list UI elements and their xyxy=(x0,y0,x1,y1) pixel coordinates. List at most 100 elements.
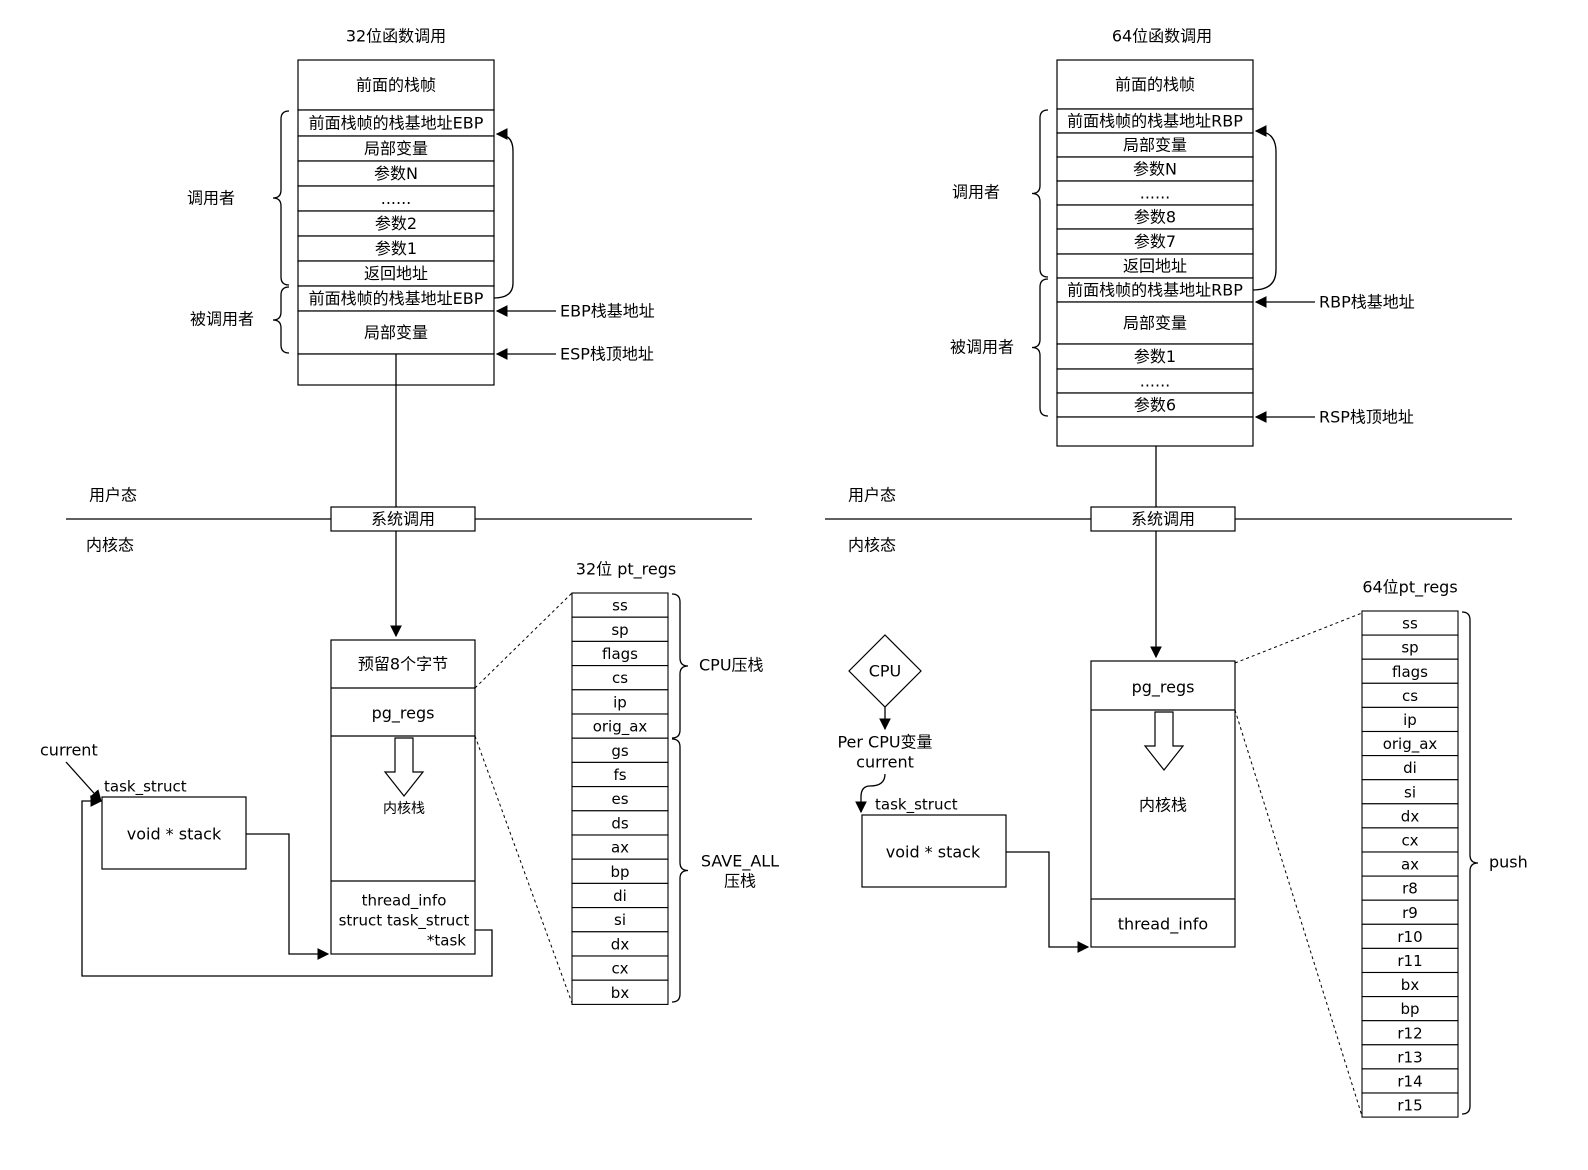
right-zoom-line-bottom xyxy=(1234,709,1363,1117)
right-pt-reg-label: r10 xyxy=(1397,928,1422,946)
right-pt-reg-cell xyxy=(1361,1020,1459,1046)
left-callee-brace xyxy=(272,286,290,354)
left-pt-reg-label: gs xyxy=(611,742,629,760)
right.frame_rows-row-label: ...... xyxy=(1140,372,1171,391)
left-void-stack-label: void * stack xyxy=(127,825,222,844)
left-task-back-arrow xyxy=(81,795,493,977)
right.frame_rows-row-label: 前面的栈帧 xyxy=(1115,75,1195,94)
right.frame_rows-row-label: 前面栈帧的栈基地址RBP xyxy=(1067,281,1243,300)
left-thread-info-line: thread_info xyxy=(362,892,447,911)
right-pt-reg-cell xyxy=(1361,658,1459,684)
right-pt-reg-cell xyxy=(1361,947,1459,974)
left-save-all-label: SAVE_ALL xyxy=(701,852,779,872)
left-pt-reg-label: bx xyxy=(611,984,630,1002)
left-title: 32位函数调用 xyxy=(346,27,446,46)
right-pt-reg-label: r11 xyxy=(1397,952,1422,970)
left-pt-reg-cell xyxy=(571,713,669,739)
right.frame_rows-row-label: 参数N xyxy=(1133,160,1177,179)
right-pt-reg-cell xyxy=(1361,706,1459,733)
left-pt-reg-cell xyxy=(571,955,669,981)
left-pt-reg-label: sp xyxy=(611,621,628,639)
right.frame_rows-row-label: 前面栈帧的栈基地址RBP xyxy=(1067,112,1243,131)
right-pt-reg-label: bp xyxy=(1400,1000,1419,1018)
right.frame_rows-row-label: 局部变量 xyxy=(1123,314,1187,333)
right-syscall-box xyxy=(1090,506,1236,532)
right-pt-reg-label: cx xyxy=(1401,831,1418,849)
right-per-cpu-label: Per CPU变量 xyxy=(837,733,932,752)
right-pt-reg-label: r9 xyxy=(1402,904,1418,922)
right-pt-reg-label: ss xyxy=(1402,615,1418,633)
right-pt-reg-label: di xyxy=(1403,759,1417,777)
left-pt-reg-label: ds xyxy=(611,814,629,832)
right-pt-reg-cell xyxy=(1361,851,1459,877)
right-task-struct-box xyxy=(861,814,1007,888)
right-rbp-label: RBP栈基地址 xyxy=(1319,293,1415,312)
left.frame_rows-row-label: 返回地址 xyxy=(364,264,428,283)
left-pt-reg-cell xyxy=(571,907,669,933)
left-caller-brace xyxy=(272,110,290,286)
left.frame_rows-row-label: 前面栈帧的栈基地址EBP xyxy=(309,114,484,133)
left.frame_rows-row-label: 局部变量 xyxy=(364,139,428,158)
right-pt-reg-label: orig_ax xyxy=(1383,735,1438,754)
right.frame_rows-row xyxy=(1056,228,1254,255)
left-pt-reg-cell xyxy=(571,786,669,812)
left-pt-reg-cell xyxy=(571,931,669,957)
right.frame_rows-row-label: 参数7 xyxy=(1134,232,1176,251)
left-syscall-label: 系统调用 xyxy=(371,510,435,529)
left.frame_rows-row-label: ...... xyxy=(381,189,412,208)
right-caller-brace xyxy=(1031,109,1049,278)
left.frame_rows-row xyxy=(297,160,495,187)
right-rbp-link-arrow xyxy=(1252,125,1277,291)
right-pt-reg-cell xyxy=(1361,827,1459,853)
left-current-label: current xyxy=(40,741,98,760)
left-thread-info-line: struct task_struct xyxy=(339,912,470,931)
left-zoom-line-bottom xyxy=(474,735,573,1004)
right.frame_rows-row-label: 局部变量 xyxy=(1123,136,1187,155)
left-pt-reg-cell xyxy=(571,882,669,909)
left-kstack-regs-label: pg_regs xyxy=(372,704,435,724)
right-pt-reg-cell xyxy=(1361,730,1459,757)
left-save-all-brace xyxy=(671,738,689,1003)
left.frame_rows-row xyxy=(297,210,495,237)
left.frame_rows-row-label: 参数1 xyxy=(375,239,417,258)
right-pt-reg-label: cs xyxy=(1402,687,1418,705)
right-pt-reg-cell xyxy=(1361,996,1459,1022)
left-ebp-label: EBP栈基地址 xyxy=(560,302,655,321)
left-pt-reg-cell xyxy=(571,689,669,715)
right.frame_rows-row-label: ...... xyxy=(1140,184,1171,203)
right-pt-reg-label: r8 xyxy=(1402,880,1418,898)
right-kstack-regs-label: pg_regs xyxy=(1132,678,1195,698)
right-user-mode-label: 用户态 xyxy=(848,486,896,505)
right.frame_rows-row-label: 参数6 xyxy=(1134,396,1176,415)
right-pt-reg-label: r14 xyxy=(1397,1072,1422,1090)
right-current-arrow xyxy=(855,773,886,814)
left-pt-reg-label: orig_ax xyxy=(593,718,648,737)
right.frame_rows-row xyxy=(1056,204,1254,230)
left-thread-info-line: *task xyxy=(427,932,466,950)
left-syscall-box xyxy=(330,506,476,532)
right-syscall-label: 系统调用 xyxy=(1131,510,1195,529)
left-kstack-growth-arrow xyxy=(383,737,425,797)
right-cpu-label: CPU xyxy=(869,662,902,681)
right.frame_rows-row xyxy=(1056,180,1254,206)
left-pt-reg-cell xyxy=(571,616,669,642)
left-kernel-mode-label: 内核态 xyxy=(86,536,134,555)
left-pt-reg-cell xyxy=(571,640,669,667)
left.frame_rows-row-label: 前面栈帧的栈基地址EBP xyxy=(309,289,484,308)
right-push-label: push xyxy=(1489,853,1528,872)
right-pt-reg-label: r12 xyxy=(1397,1024,1422,1042)
left-callee-label: 被调用者 xyxy=(190,310,254,329)
right-pt-reg-label: dx xyxy=(1401,807,1420,825)
left-pt-reg-label: es xyxy=(611,790,628,808)
right-pt-regs-title: 64位pt_regs xyxy=(1362,578,1457,598)
right.frame_rows-row xyxy=(1056,253,1254,279)
right-caller-label: 调用者 xyxy=(952,183,1000,202)
left-pt-reg-label: dx xyxy=(611,935,630,953)
left-pt-reg-label: ip xyxy=(613,693,627,711)
left-pt-reg-label: ax xyxy=(611,839,629,857)
right-task-struct-label: task_struct xyxy=(875,796,958,815)
right-pt-reg-cell xyxy=(1361,755,1459,781)
right-pt-reg-label: r15 xyxy=(1397,1097,1422,1115)
